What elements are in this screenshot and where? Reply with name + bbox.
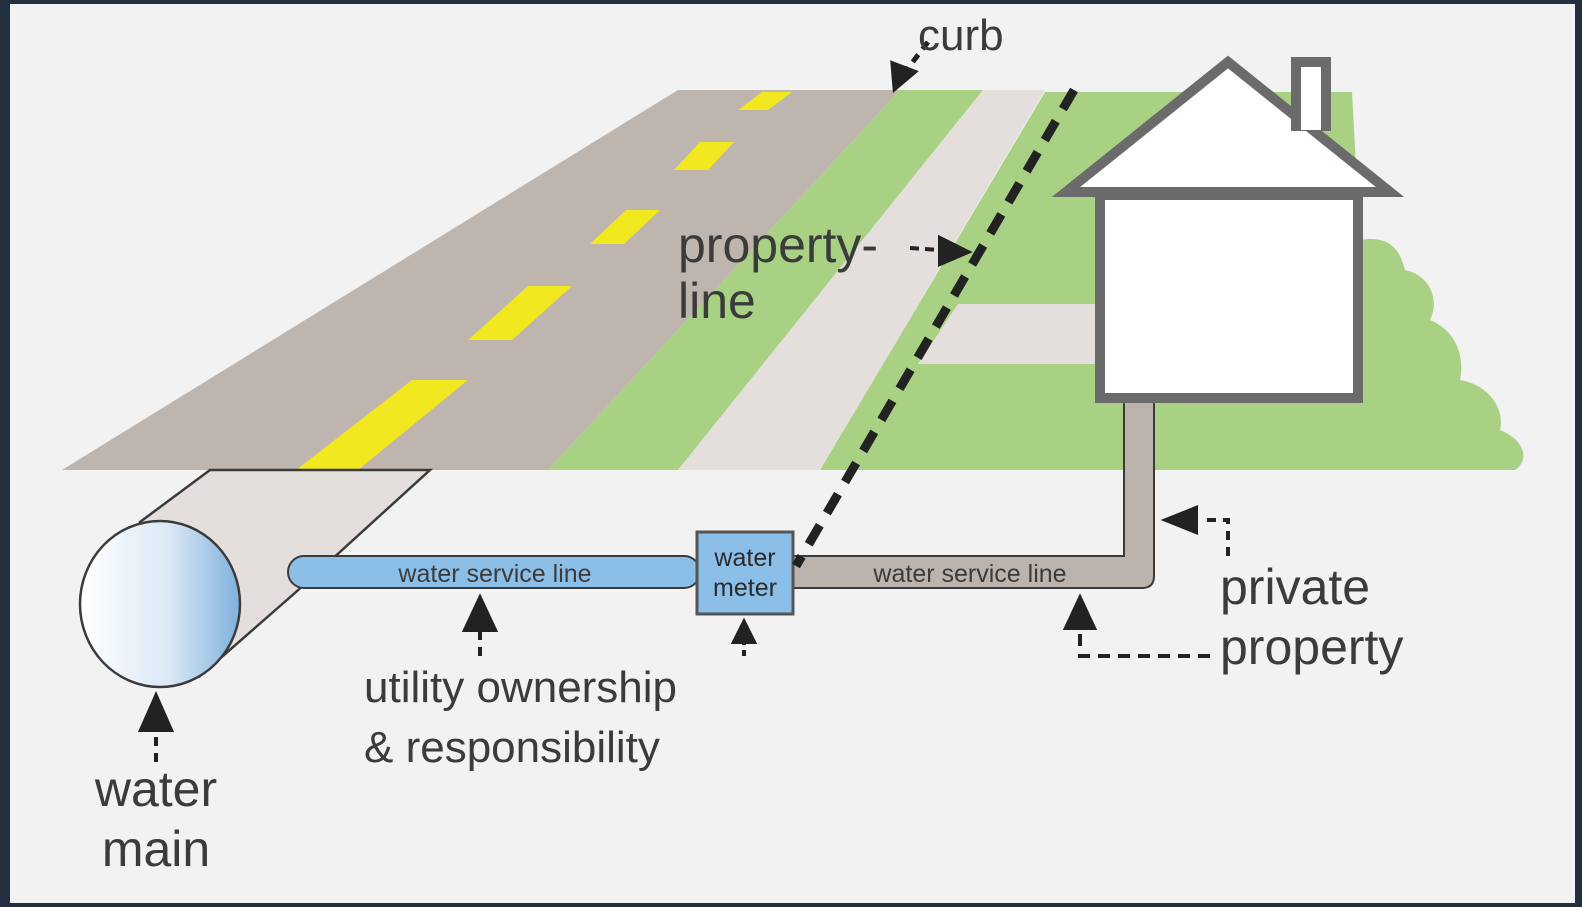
water-meter-label-1: water bbox=[713, 544, 775, 572]
road bbox=[62, 90, 900, 470]
water-main-pipe-end bbox=[78, 519, 242, 689]
water-main-arrow bbox=[137, 691, 175, 762]
house bbox=[1051, 55, 1405, 403]
property-line-label-1: property- bbox=[678, 217, 878, 273]
service-line-utility-label: water service line bbox=[397, 560, 591, 588]
property-line-arrow bbox=[909, 234, 973, 268]
property-line-dashes bbox=[792, 87, 1078, 569]
water-main-label-2: main bbox=[102, 821, 210, 877]
private-property-arrows bbox=[1062, 505, 1230, 658]
curb-grass-strip bbox=[548, 90, 983, 470]
water-main-label-1: water bbox=[94, 761, 217, 817]
curb-label: curb bbox=[918, 11, 1004, 60]
service-line-private-label: water service line bbox=[872, 560, 1066, 588]
utility-label-1: utility ownership bbox=[364, 663, 677, 712]
utility-label-2: & responsibility bbox=[364, 723, 660, 772]
water-meter-box bbox=[695, 530, 795, 616]
sidewalk bbox=[678, 90, 1045, 470]
lane-markings bbox=[296, 92, 792, 470]
water-meter-label-2: meter bbox=[713, 574, 777, 602]
property-line-label-2: line bbox=[678, 273, 756, 329]
private-property-label-1: private bbox=[1220, 559, 1370, 615]
front-walkway bbox=[918, 304, 1100, 364]
private-property-label-2: property bbox=[1220, 619, 1403, 675]
house-body bbox=[1095, 190, 1363, 403]
curb-arrow bbox=[890, 40, 930, 94]
utility-arrows bbox=[461, 593, 758, 656]
